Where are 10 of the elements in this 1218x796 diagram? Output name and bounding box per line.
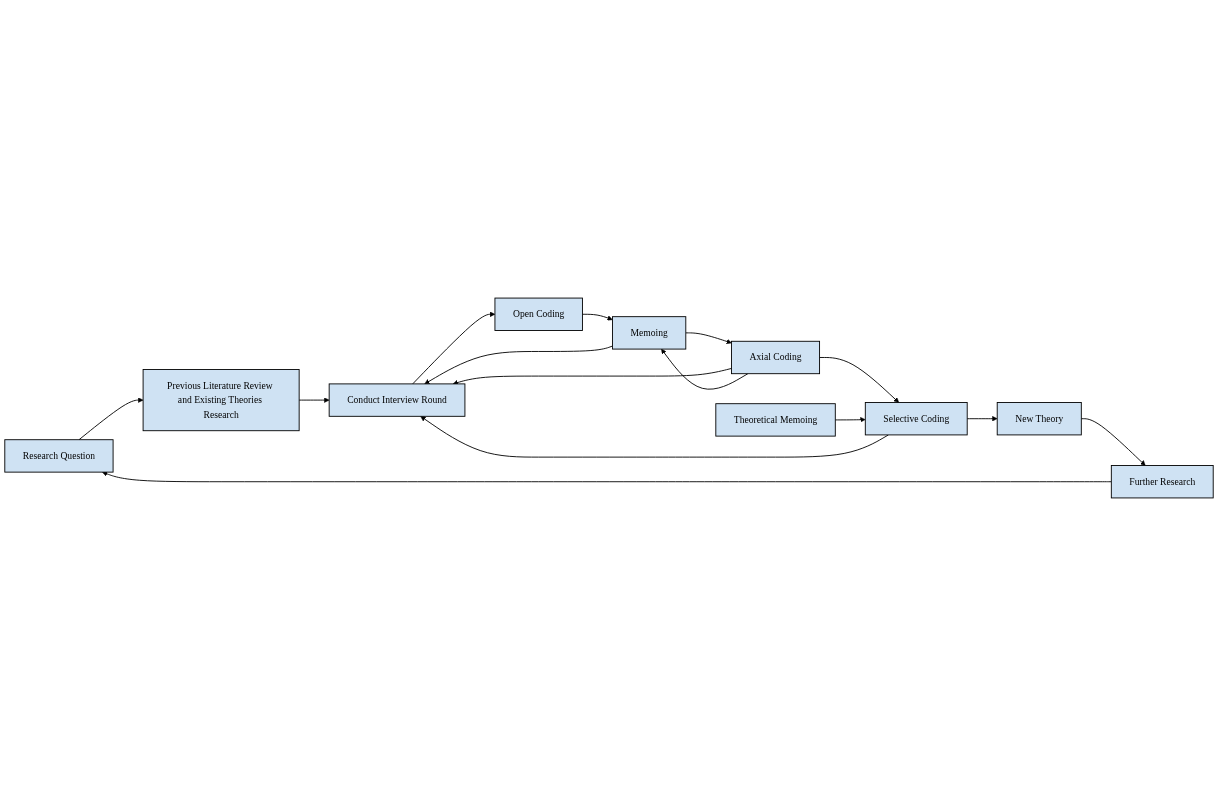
node-box: Open Coding [494,297,583,331]
node-box: Memoing [612,316,687,350]
node-box: Selective Coding [864,402,968,436]
node-box: New Theory [996,402,1082,436]
node-box: Research Question [4,439,114,473]
node-box: Theoretical Memoing [715,403,836,437]
node-box: Previous Literature Review and Existing Theories Research [142,369,300,432]
node-box: Axial Coding [731,340,821,375]
node-box: Conduct Interview Round [328,383,466,417]
node-box: Further Research [1110,465,1214,499]
